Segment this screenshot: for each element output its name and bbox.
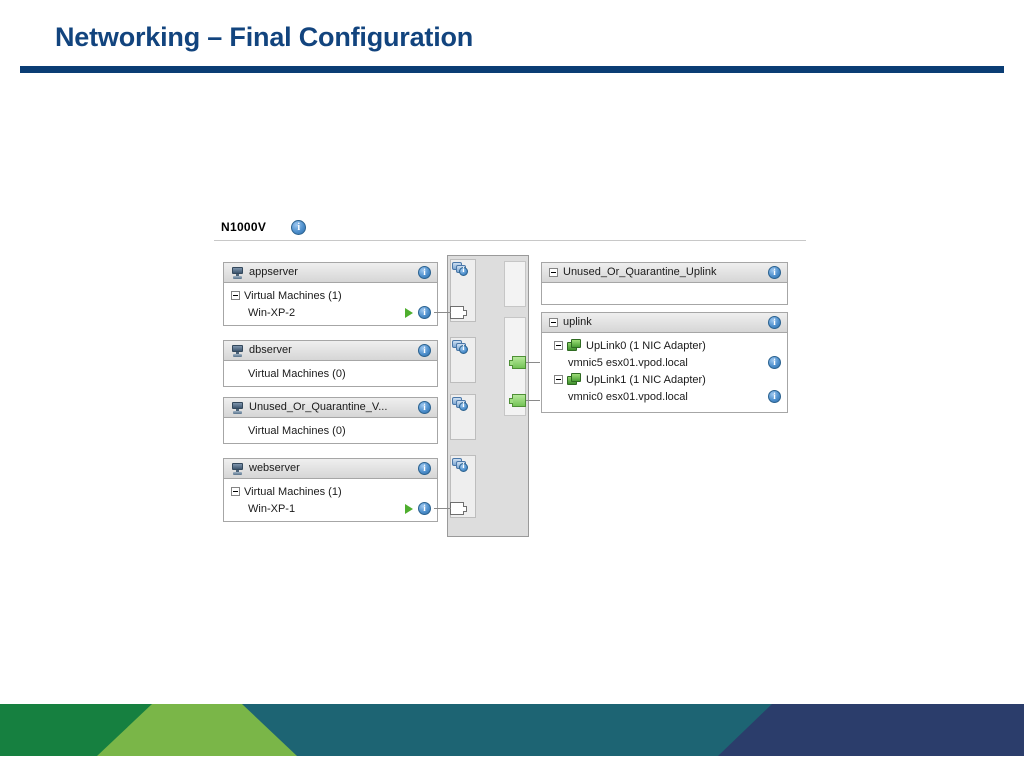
info-icon[interactable] [418, 502, 431, 515]
footer-green-chevron [97, 704, 297, 756]
vm-row[interactable]: Win-XP-1 [231, 500, 431, 517]
vm-group-label: Virtual Machines (1) [244, 289, 342, 302]
nic-name: vmnic5 esx01.vpod.local [568, 356, 688, 369]
port-group-body: Virtual Machines (1) Win-XP-2 [224, 283, 437, 325]
port-group-header[interactable]: dbserver [224, 341, 437, 361]
info-icon[interactable] [768, 390, 781, 403]
port-group-name: webserver [249, 462, 300, 474]
virtual-port-icon[interactable] [452, 340, 468, 354]
slide-footer: 42 Confidential vmware® [0, 704, 1024, 756]
port-group-icon [231, 401, 244, 414]
virtual-port-icon[interactable] [452, 458, 468, 472]
info-icon[interactable] [768, 266, 781, 279]
nic-adapter-icon [567, 339, 582, 352]
port-group-body: Virtual Machines (0) [224, 418, 437, 443]
collapse-toggle-icon[interactable] [554, 375, 563, 384]
uplink-slot-unused-quarantine[interactable] [504, 261, 526, 307]
port-group-name: dbserver [249, 344, 292, 356]
port-group-panel-appserver[interactable]: appserver Virtual Machines (1) Win-XP-2 [223, 262, 438, 326]
port-group-header[interactable]: Unused_Or_Quarantine_V... [224, 398, 437, 418]
nic-name: vmnic0 esx01.vpod.local [568, 390, 688, 403]
port-group-icon [231, 266, 244, 279]
vm-group-row[interactable]: Virtual Machines (1) [231, 287, 431, 304]
uplink-group-header[interactable]: uplink [542, 313, 787, 333]
virtual-port-icon[interactable] [452, 397, 468, 411]
collapse-toggle-icon[interactable] [231, 487, 240, 496]
vm-group-row[interactable]: Virtual Machines (1) [231, 483, 431, 500]
vnic-connector-win-xp-1[interactable] [450, 502, 467, 515]
uplink-group-body [542, 283, 787, 313]
connector-line [526, 400, 540, 401]
vm-name: Win-XP-1 [248, 502, 296, 515]
nic-row[interactable]: vmnic0 esx01.vpod.local [549, 388, 781, 405]
title-underline [20, 66, 1004, 73]
vm-group-label: Virtual Machines (0) [248, 367, 346, 380]
info-icon[interactable] [418, 401, 431, 414]
port-group-panel-dbserver[interactable]: dbserver Virtual Machines (0) [223, 340, 438, 387]
collapse-toggle-icon[interactable] [549, 268, 558, 277]
vm-group-row: Virtual Machines (0) [231, 422, 431, 439]
port-group-icon [231, 462, 244, 475]
uplink-group-header[interactable]: Unused_Or_Quarantine_Uplink [542, 263, 787, 283]
info-icon[interactable] [418, 462, 431, 475]
port-group-body: Virtual Machines (1) Win-XP-1 [224, 479, 437, 521]
virtual-port-icon[interactable] [452, 262, 468, 276]
vm-running-icon [405, 503, 413, 514]
info-icon[interactable] [418, 266, 431, 279]
nic-adapter-icon [567, 373, 582, 386]
vm-row[interactable]: Win-XP-2 [231, 304, 431, 321]
port-group-name: appserver [249, 266, 298, 278]
port-group-name: Unused_Or_Quarantine_V... [249, 401, 388, 413]
port-group-panel-webserver[interactable]: webserver Virtual Machines (1) Win-XP-1 [223, 458, 438, 522]
port-group-panel-unused-quarantine[interactable]: Unused_Or_Quarantine_V... Virtual Machin… [223, 397, 438, 444]
uplink-group-panel-uplink[interactable]: uplink UpLink0 (1 NIC Adapter) vmnic5 es… [541, 312, 788, 413]
uplink-row[interactable]: UpLink0 (1 NIC Adapter) [549, 337, 781, 354]
collapse-toggle-icon[interactable] [549, 318, 558, 327]
dvswitch-divider [214, 240, 806, 241]
vm-group-label: Virtual Machines (0) [248, 424, 346, 437]
vm-group-label: Virtual Machines (1) [244, 485, 342, 498]
info-icon[interactable] [768, 316, 781, 329]
uplink-group-name: uplink [563, 316, 592, 328]
nic-row[interactable]: vmnic5 esx01.vpod.local [549, 354, 781, 371]
info-icon[interactable] [291, 220, 307, 236]
collapse-toggle-icon[interactable] [231, 291, 240, 300]
uplink-group-name: Unused_Or_Quarantine_Uplink [563, 266, 717, 278]
vm-running-icon [405, 307, 413, 318]
port-group-header[interactable]: appserver [224, 263, 437, 283]
connector-line [434, 312, 451, 313]
vm-group-row: Virtual Machines (0) [231, 365, 431, 382]
uplink-row[interactable]: UpLink1 (1 NIC Adapter) [549, 371, 781, 388]
footer-navy-band [718, 704, 1024, 756]
vnic-connector-win-xp-2[interactable] [450, 306, 467, 319]
port-group-icon [231, 344, 244, 357]
dvswitch-name: N1000V [221, 220, 307, 236]
uplink-group-body: UpLink0 (1 NIC Adapter) vmnic5 esx01.vpo… [542, 333, 787, 409]
page-title: Networking – Final Configuration [55, 22, 474, 52]
uplink-port-uplink0[interactable] [509, 356, 526, 369]
uplink-name: UpLink0 (1 NIC Adapter) [586, 339, 706, 352]
info-icon[interactable] [768, 356, 781, 369]
uplink-port-uplink1[interactable] [509, 394, 526, 407]
info-icon[interactable] [418, 344, 431, 357]
uplink-name: UpLink1 (1 NIC Adapter) [586, 373, 706, 386]
port-group-header[interactable]: webserver [224, 459, 437, 479]
uplink-group-panel-unused-quarantine[interactable]: Unused_Or_Quarantine_Uplink [541, 262, 788, 305]
connector-line [526, 362, 540, 363]
connector-line [434, 508, 451, 509]
info-icon[interactable] [418, 306, 431, 319]
footer-banner [0, 704, 1024, 756]
vm-name: Win-XP-2 [248, 306, 296, 319]
collapse-toggle-icon[interactable] [554, 341, 563, 350]
port-group-body: Virtual Machines (0) [224, 361, 437, 386]
